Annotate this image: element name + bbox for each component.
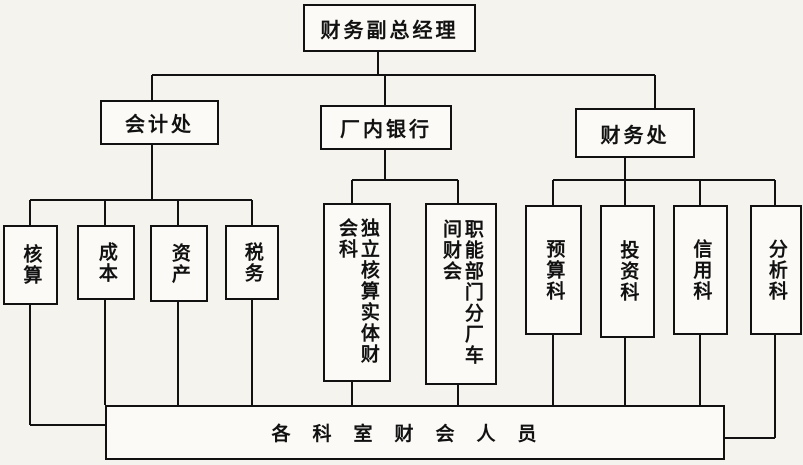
dept-box-finance: 财务处 [575,108,695,158]
dept-box-internal-bank: 厂内银行 [320,105,452,150]
sub-box: 信用科 [673,205,728,335]
sub-label: 投资科 [617,240,640,303]
top-label: 财务副总经理 [320,17,459,42]
sub-label: 资产 [168,242,191,285]
sub-box: 核算 [3,225,58,305]
sub-box: 税务 [225,225,279,300]
sub-label: 预算科 [543,238,566,302]
sub-label: 税务 [241,241,264,284]
dept-label: 厂内银行 [340,117,432,141]
sub-label: 分析科 [765,238,788,302]
sub-label: 核算 [20,244,43,286]
sub-box: 资产 [150,225,208,302]
sub-label: 信用科 [690,238,713,302]
sub-box: 职能部门分厂车间财会 [425,203,497,385]
sub-box: 分析科 [750,205,802,335]
sub-box: 独立核算实体财会科 [323,203,391,382]
sub-box: 预算科 [525,205,582,335]
dept-box-accounting: 会计处 [100,100,219,145]
sub-box: 投资科 [600,205,655,338]
top-box: 财务副总经理 [303,4,476,52]
dept-label: 会计处 [125,112,194,136]
sub-label: 独立核算实体财会科 [336,217,380,365]
sub-label: 职能部门分厂车间财会 [440,219,484,366]
bottom-label: 各科室财会人员 [271,423,559,445]
dept-label: 财务处 [600,122,670,147]
sub-label: 成本 [95,241,118,284]
sub-box: 成本 [77,225,135,300]
bottom-box: 各科室财会人员 [105,405,725,460]
